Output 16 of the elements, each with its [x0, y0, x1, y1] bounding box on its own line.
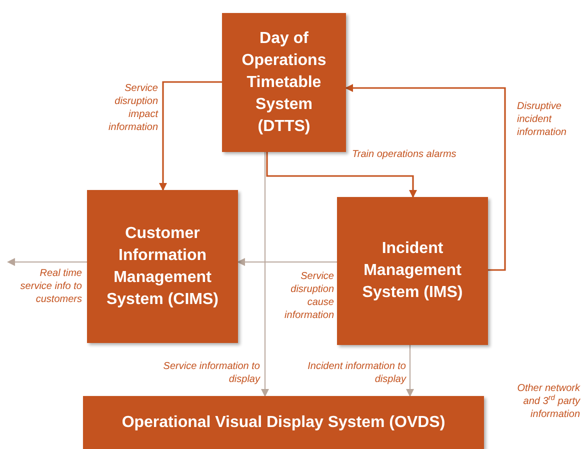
- arrow: [7, 258, 88, 266]
- system-name: Customer Information Management System (CIMS): [105, 224, 220, 310]
- system-name: Incident Management System (IMS): [361, 239, 464, 303]
- arrow: [237, 258, 338, 266]
- note-label: Other network and 3$^{rd}$ party information: [516, 382, 580, 421]
- system-box: [83, 396, 484, 449]
- arrow: [159, 81, 222, 191]
- system-box: [222, 13, 346, 152]
- arrow: [406, 344, 414, 397]
- system-box: [87, 190, 238, 343]
- system-name: Day of Operations Timetable System (DTTS): [240, 28, 328, 136]
- arrow: [345, 84, 506, 271]
- arrow: [261, 152, 269, 397]
- system-box: [337, 197, 488, 345]
- system-name: Operational Visual Display System (OVDS): [122, 412, 446, 432]
- arrow: [266, 152, 417, 198]
